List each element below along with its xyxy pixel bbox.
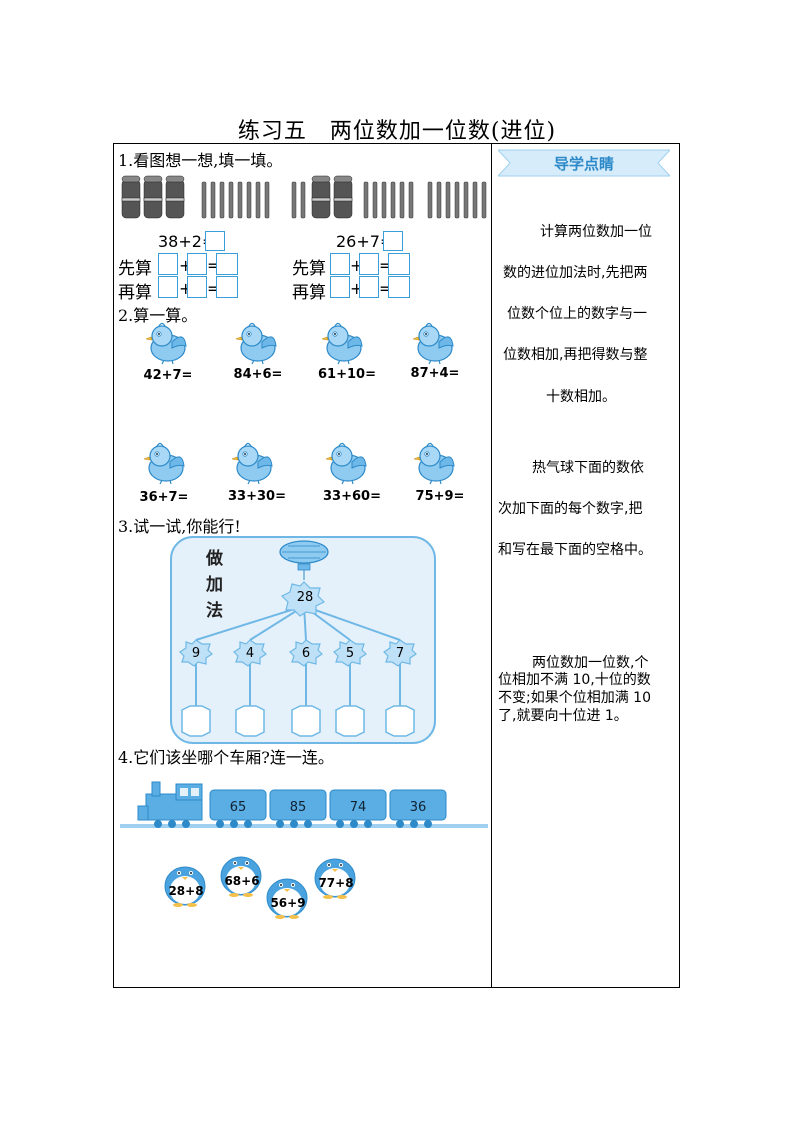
- q2-problem: 36+7=: [139, 490, 189, 505]
- exercise-table: [113, 143, 680, 988]
- loose-sticks-left: [201, 181, 270, 219]
- q2-problem: 33+30=: [228, 489, 286, 504]
- tip1-line: 数的进位加法时,先把两: [503, 265, 648, 281]
- stick-bundle: [165, 175, 185, 219]
- q2-problem: 33+60=: [323, 489, 381, 504]
- addend-number: 6: [301, 646, 311, 661]
- stick-bundle: [143, 175, 163, 219]
- penguin-problem[interactable]: 68+6: [224, 874, 260, 888]
- wagon-number: 85: [289, 800, 307, 815]
- sum-answer-slot[interactable]: [294, 708, 318, 734]
- sum-answer-slot[interactable]: [184, 708, 208, 734]
- stick-bundle: [121, 175, 141, 219]
- tip2-line: 次加下面的每个数字,把: [498, 501, 643, 517]
- q2-problem: 87+4=: [410, 366, 460, 381]
- tip3-line: 位相加不满 10,十位的数: [498, 672, 651, 688]
- addend-number: 9: [191, 646, 201, 661]
- q1-left-second-label: 再算: [118, 283, 152, 303]
- q2-problem: 61+10=: [318, 367, 376, 382]
- side-char: 法: [206, 601, 223, 621]
- q1-left-first-label: 先算: [118, 259, 152, 279]
- q1-left-second-box-result[interactable]: [216, 276, 238, 298]
- stick-bundle: [311, 175, 331, 219]
- q1-left-second-box-b[interactable]: [187, 276, 207, 298]
- tip1-line: 位数个位上的数字与一: [507, 306, 647, 322]
- q3-heading: 3.试一试,你能行!: [118, 517, 241, 536]
- bird-icon: [146, 322, 187, 365]
- q1-right-second-box-b[interactable]: [359, 276, 379, 298]
- side-char: 加: [206, 575, 223, 595]
- tip3-line: 不变;如果个位相加满 10: [498, 690, 651, 706]
- bundle-group-right: [311, 175, 353, 219]
- q1-right-first-label: 先算: [292, 259, 326, 279]
- blimp-icon: [279, 540, 329, 580]
- bird-icon: [144, 442, 185, 485]
- q1-right-answer-box[interactable]: [383, 231, 403, 251]
- side-char: 做: [206, 549, 223, 569]
- panel-background: [170, 536, 436, 744]
- bird-icon: [326, 442, 367, 485]
- addend-number: 5: [345, 646, 355, 661]
- tip1-line: 十数相加。: [546, 389, 616, 405]
- bird-icon: [236, 322, 277, 365]
- wagon-number: 74: [349, 800, 367, 815]
- q1-left-equation: 38+2=: [158, 232, 216, 251]
- q2-problem: 42+7=: [143, 368, 193, 383]
- sum-answer-slot[interactable]: [338, 708, 362, 734]
- wagon-number: 65: [229, 800, 247, 815]
- tip2-line: 热气球下面的数依: [532, 460, 644, 476]
- bird-icon: [414, 442, 455, 485]
- q2-heading: 2.算一算。: [118, 306, 198, 325]
- q1-right-first-box-b[interactable]: [359, 253, 379, 275]
- addition-tree-panel: 做 加 法 28 9 4 6 5 7: [170, 536, 436, 744]
- penguin-problem[interactable]: 28+8: [168, 884, 204, 898]
- locomotive-icon: [137, 781, 203, 828]
- q2-problem: 75+9=: [415, 489, 465, 504]
- bird-icon: [322, 322, 363, 365]
- q1-right-second-box-result[interactable]: [388, 276, 410, 298]
- addend-number: 4: [245, 646, 255, 661]
- q1-right-equation: 26+7=: [336, 232, 394, 251]
- badge-banner: [498, 149, 670, 177]
- q1-left-first-box-result[interactable]: [216, 253, 238, 275]
- q4-heading: 4.它们该坐哪个车厢?连一连。: [118, 748, 334, 767]
- penguin-problem[interactable]: 77+8: [318, 876, 354, 890]
- bundle-group-left: [121, 175, 185, 219]
- q1-right-second-label: 再算: [292, 283, 326, 303]
- bird-icon: [232, 442, 273, 485]
- q1-heading: 1.看图想一想,填一填。: [118, 151, 283, 170]
- page-title: 练习五 两位数加一位数(进位): [237, 119, 557, 144]
- wagon-number: 36: [409, 800, 427, 815]
- bird-icon: [413, 322, 454, 365]
- column-divider: [491, 143, 492, 988]
- answer-frames: [181, 705, 415, 737]
- q1-left-answer-box[interactable]: [205, 231, 225, 251]
- tip3-line: 了,就要向十位进 1。: [498, 708, 628, 724]
- train-illustration: [120, 781, 488, 828]
- star-badge-top: [280, 581, 326, 617]
- tip2-line: 和写在最下面的空格中。: [498, 542, 652, 558]
- top-number: 28: [296, 590, 314, 605]
- q1-left-second-box-a[interactable]: [158, 276, 178, 298]
- q2-problem: 84+6=: [233, 367, 283, 382]
- q1-left-first-box-a[interactable]: [158, 253, 178, 275]
- q1-right-first-box-a[interactable]: [330, 253, 350, 275]
- tip3-line: 两位数加一位数,个: [532, 655, 649, 671]
- addend-stars: [179, 639, 417, 667]
- addend-number: 7: [395, 646, 405, 661]
- loose-sticks-right: [363, 181, 487, 219]
- q1-left-first-box-b[interactable]: [187, 253, 207, 275]
- tip1-line: 位数相加,再把得数与整: [503, 347, 648, 363]
- q1-right-second-box-a[interactable]: [330, 276, 350, 298]
- wagon-icons: [209, 789, 447, 821]
- stick-bundle: [333, 175, 353, 219]
- tip1-line: 计算两位数加一位: [540, 224, 652, 240]
- sum-answer-slot[interactable]: [388, 708, 412, 734]
- sum-answer-slot[interactable]: [238, 708, 262, 734]
- q1-right-first-box-result[interactable]: [388, 253, 410, 275]
- counting-sticks-illustration: [121, 175, 487, 219]
- penguin-problem[interactable]: 56+9: [270, 896, 306, 910]
- badge-title: 导学点睛: [553, 155, 614, 173]
- loose-sticks-mid: [291, 181, 306, 219]
